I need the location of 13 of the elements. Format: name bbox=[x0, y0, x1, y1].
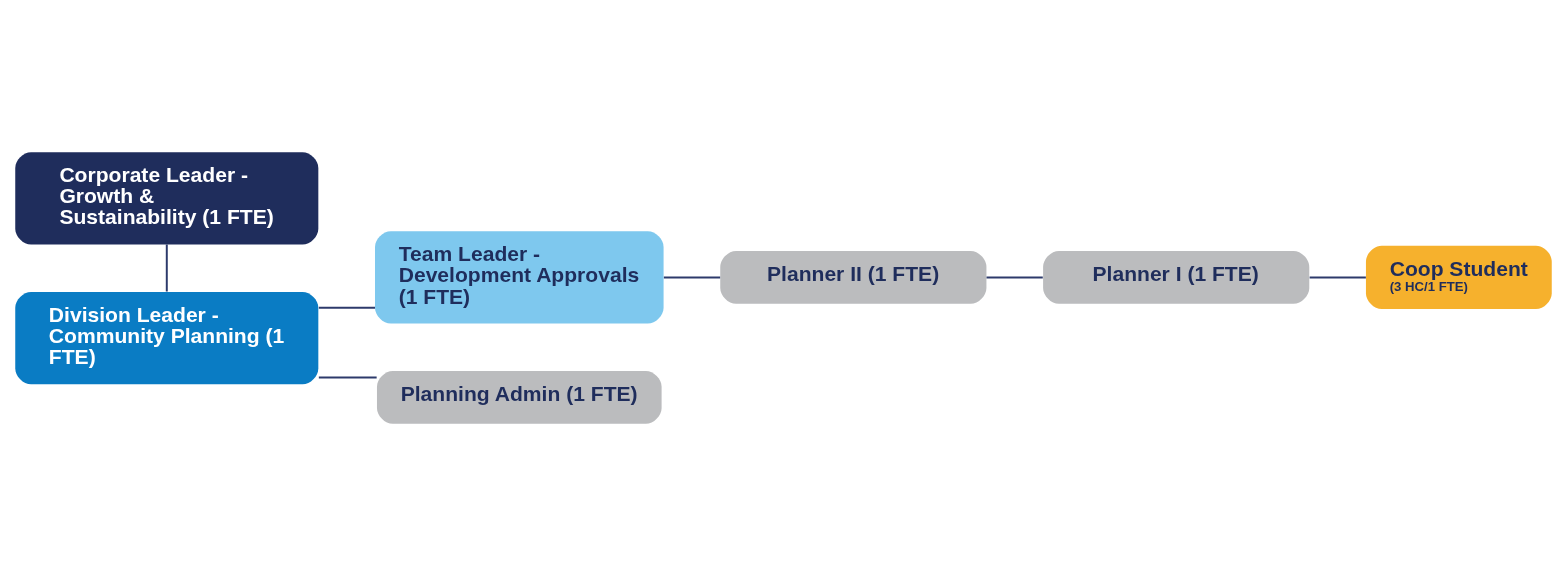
node-box: Planning Admin (1 FTE) bbox=[376, 370, 662, 424]
node-box: Team Leader - Development Approvals (1 FTE) bbox=[375, 230, 664, 324]
node-box: Division Leader - Community Planning (1 FTE) bbox=[15, 291, 319, 384]
node-box: Planner I (1 FTE) bbox=[1043, 250, 1310, 304]
node-box: Corporate Leader - Growth & Sustainability (1 FTE) bbox=[15, 151, 319, 244]
node-box: Planner II (1 FTE) bbox=[720, 250, 987, 304]
connector bbox=[165, 243, 168, 292]
connector bbox=[317, 306, 376, 309]
node-box: Coop Student (3 HC/1 FTE) bbox=[1365, 245, 1552, 309]
connector bbox=[985, 275, 1044, 278]
connector bbox=[662, 275, 722, 278]
connector bbox=[317, 376, 378, 379]
connector bbox=[1308, 275, 1367, 278]
